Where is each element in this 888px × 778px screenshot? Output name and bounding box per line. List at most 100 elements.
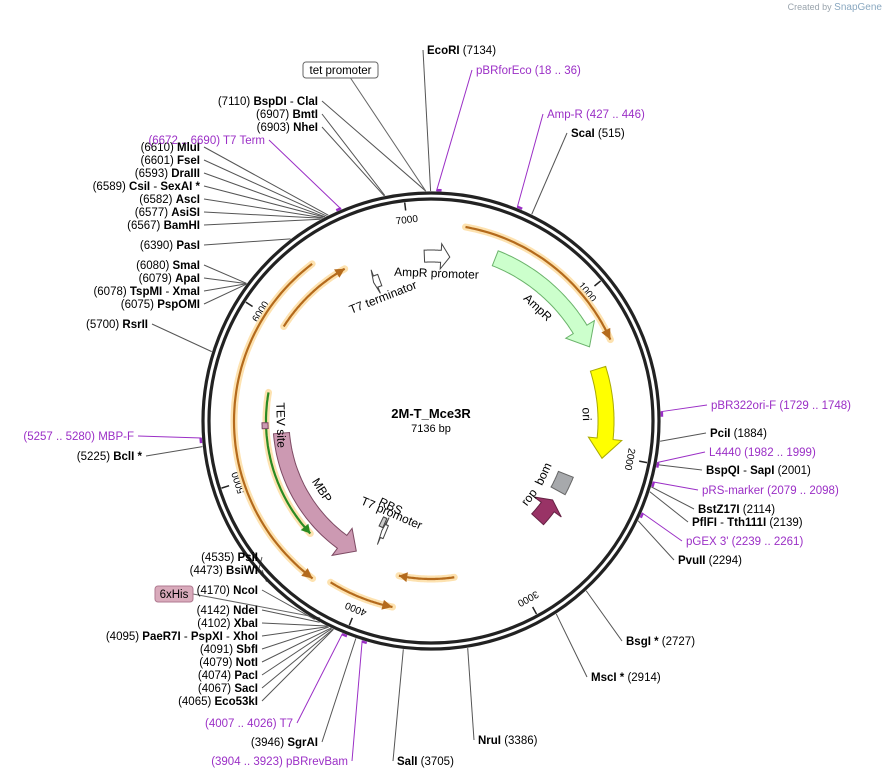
- site-tspmi-6078-name: TspMI: [130, 286, 162, 298]
- site-csii-6589-name: CsiI: [129, 181, 150, 193]
- site-pflfi-2139-sep: -: [717, 517, 727, 529]
- site-pspomi-6075-name: PspOMI: [157, 299, 200, 311]
- site-noti-4079-num: (4079): [199, 657, 235, 669]
- orf-4: [282, 267, 346, 328]
- primer-pgex-3-name: pGEX 3': [686, 536, 728, 548]
- site-draiii-6593-leader: [203, 172, 326, 218]
- site-saci-4067-label: (4067) SacI: [198, 683, 258, 695]
- feature-rbs: [378, 516, 388, 529]
- site-mlui-6610-leader: [203, 146, 329, 216]
- tick-label-7000: 7000: [395, 214, 419, 228]
- site-asisi-6577-num: (6577): [135, 207, 171, 219]
- site-msci-2914-name: MscI *: [591, 672, 625, 684]
- primer-t7-leader: [296, 633, 344, 724]
- site-tspmi-6078-sep: -: [162, 286, 172, 298]
- orf-head-3: [301, 568, 313, 579]
- tick-1000: [593, 280, 602, 287]
- site-msci-2914-label: MscI * (2914): [591, 672, 661, 684]
- site-saci-4067-num: (4067): [198, 683, 234, 695]
- feature-t7-promoter: [376, 517, 390, 545]
- primer-l4440-name: L4440: [709, 447, 741, 459]
- callout-box-6xhis: [154, 585, 194, 603]
- site-bstz17i-2114-name: BstZ17I: [698, 504, 740, 516]
- callout-tet-promoter: tet promoter: [302, 61, 379, 79]
- site-tspmi-6078-label: (6078) TspMI - XmaI: [93, 286, 200, 298]
- site-bspqi-2001-leader: [656, 464, 703, 471]
- site-paci-4074-label: (4074) PacI: [198, 670, 258, 682]
- callout-text-tet-promoter: tet promoter: [310, 65, 372, 77]
- primer-pgex-3-label: pGEX 3' (2239 .. 2261): [686, 536, 803, 548]
- site-ecori-name: EcoRI: [427, 45, 460, 57]
- site-bstz17i-2114-leader: [651, 486, 695, 510]
- site-pvuii-2294-label: PvuII (2294): [678, 555, 742, 567]
- primer-mbp-f-name: MBP-F: [98, 431, 134, 443]
- primer-amp-r-name: Amp-R: [547, 109, 583, 121]
- primer-pbrrevbam-range: (3904 .. 3923): [211, 756, 286, 768]
- site-xbai-4102-leader: [261, 622, 327, 627]
- site-smai-6080-label: (6080) SmaI: [136, 260, 200, 272]
- site-noti-4079-label: (4079) NotI: [199, 657, 258, 669]
- site-sbfi-4091-name: SbfI: [236, 644, 258, 656]
- center-title: 2M-T_Mce3R 7136 bp: [391, 406, 471, 435]
- primer-l4440-leader: [657, 451, 706, 463]
- site-saci-4067-name: SacI: [234, 683, 258, 695]
- site-nrui-3386-label: NruI (3386): [478, 735, 538, 747]
- site-ecori-label: EcoRI (7134): [427, 45, 496, 57]
- site-ecori-num: (7134): [460, 45, 497, 57]
- site-smai-6080-name: SmaI: [173, 260, 201, 272]
- orf-head-1: [398, 572, 408, 583]
- site-bsgi-2727-leader: [585, 590, 623, 642]
- site-eco53ki-4065-num: (4065): [178, 696, 214, 708]
- primer-t7-range: (4007 .. 4026): [205, 718, 280, 730]
- site-ncoi-4170-num: (4170): [197, 585, 233, 597]
- tick-label-2000: 2000: [622, 447, 637, 471]
- site-bspdi-7110-name: BspDI: [253, 96, 286, 108]
- site-sali-leader: [392, 649, 404, 762]
- primer-mbp-f-leader: [137, 435, 202, 439]
- feature-bom: [550, 470, 574, 496]
- site-asci-6582-name: AscI: [176, 194, 200, 206]
- primer-pbrforeco-name: pBRforEco: [476, 65, 532, 77]
- primer-mbp-f-label: (5257 .. 5280) MBP-F: [23, 431, 134, 443]
- site-tspmi-6078-num: (6078): [93, 286, 129, 298]
- site-pvuii-2294-name: PvuII: [678, 555, 705, 567]
- site-sbfi-4091-leader: [261, 626, 329, 650]
- orf-5: [264, 392, 312, 535]
- primer-amp-r-label: Amp-R (427 .. 446): [547, 109, 645, 121]
- site-csii-6589-num: (6589): [93, 181, 129, 193]
- credit-brand: SnapGene: [834, 2, 882, 13]
- site-pasi-6390-num: (6390): [140, 240, 176, 252]
- site-bsgi-2727-num: (2727): [659, 636, 696, 648]
- site-fsei-6601-name: FseI: [177, 155, 200, 167]
- site-apai-6079-num: (6079): [139, 273, 175, 285]
- plasmid-size: 7136 bp: [411, 423, 451, 435]
- feature-label-ori: ori: [579, 407, 594, 421]
- feature-label-ampr-promoter: AmpR promoter: [394, 265, 479, 282]
- site-pasi-6390-name: PasI: [176, 240, 200, 252]
- feature-tev-site: [261, 422, 269, 430]
- primer-l4440-label: L4440 (1982 .. 1999): [709, 447, 816, 459]
- site-eco53ki-4065-name: Eco53kI: [215, 696, 258, 708]
- primer-pbrforeco-range: (18 .. 36): [532, 65, 581, 77]
- primer-pbrforeco-leader: [435, 69, 473, 192]
- primer-mark-l4440: [656, 462, 660, 468]
- primer-amp-r-leader: [516, 113, 544, 208]
- orf-head-4: [334, 268, 345, 278]
- site-xbai-4102-name: XbaI: [234, 618, 258, 630]
- site-paer7i-4095-name: PaeR7I: [142, 631, 180, 643]
- site-ndei-4142-name: NdeI: [233, 605, 258, 617]
- primer-pbr322ori-f-leader: [660, 404, 708, 413]
- site-nhei-6903-leader: [321, 126, 385, 197]
- site-pasi-6390-label: (6390) PasI: [140, 240, 200, 252]
- site-sbfi-4091-label: (4091) SbfI: [200, 644, 258, 656]
- site-pvuii-2294-num: (2294): [705, 555, 742, 567]
- snapgene-credit: Created by SnapGene: [788, 2, 882, 13]
- site-rsrii-5700-label: (5700) RsrII: [86, 319, 148, 331]
- site-paci-4074-num: (4074): [198, 670, 234, 682]
- site-ncoi-4170-name: NcoI: [233, 585, 258, 597]
- backbone: [201, 191, 661, 651]
- site-bspdi-7110-suffix: ClaI: [297, 96, 318, 108]
- site-ndei-4142-num: (4142): [197, 605, 233, 617]
- site-pspomi-6075-leader: [203, 283, 247, 305]
- orf-3: [232, 263, 314, 580]
